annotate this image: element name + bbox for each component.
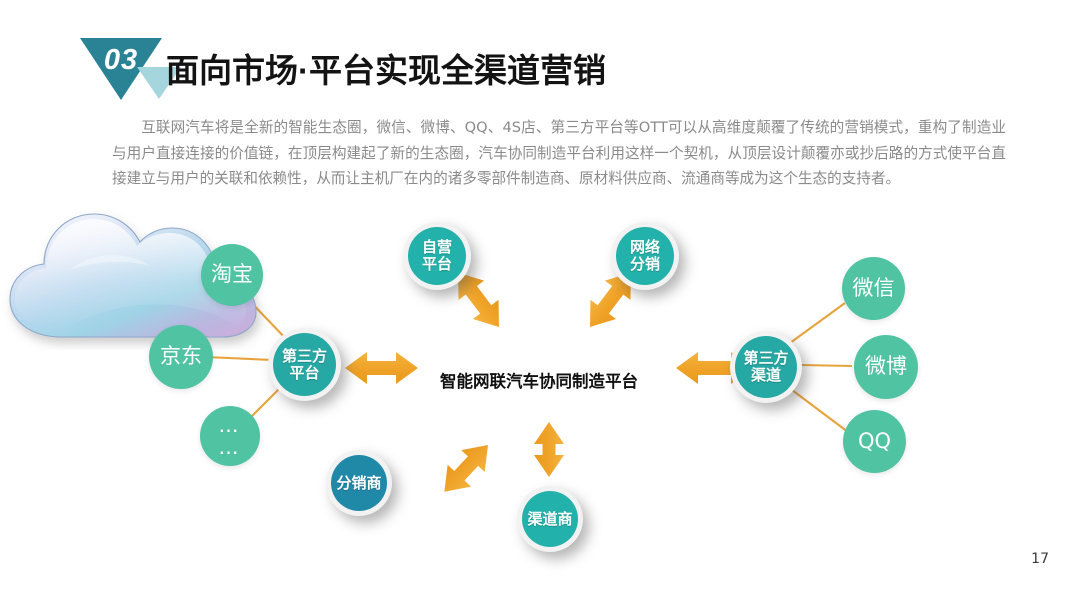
node-self-operated-platform[interactable]: 自营 平台 (403, 222, 471, 290)
node-third-party-platform[interactable]: 第三方 平台 (268, 328, 341, 401)
node-taobao[interactable]: 淘宝 (201, 244, 263, 306)
node-taobao-label: 淘宝 (211, 262, 253, 287)
section-triangle-light-icon (137, 67, 181, 99)
body-paragraph: 互联网汽车将是全新的智能生态圈，微信、微博、QQ、4S店、第三方平台等OTT可以… (112, 119, 1006, 187)
node-wechat-label: 微信 (852, 275, 895, 300)
page-number: 17 (1031, 551, 1049, 567)
node-jingdong-label: 京东 (160, 344, 202, 369)
central-cloud-icon (9, 213, 257, 338)
node-third-party-platform-label: 第三方 平台 (273, 333, 336, 396)
node-self-operated-platform-label: 自营 平台 (408, 227, 466, 285)
arrow-cloud-to-channel-dealer (534, 422, 564, 477)
arrow-cloud-to-self-platform (458, 272, 499, 327)
node-channel-dealer[interactable]: 渠道商 (517, 486, 583, 552)
arrow-platform-to-cloud (345, 352, 418, 384)
cloud-label: 智能网联汽车协同制造平台 (404, 368, 674, 393)
cloud-label-text: 智能网联汽车协同制造平台 (439, 371, 640, 393)
slide-header: 03 面向市场·平台实现全渠道营销 (0, 0, 1080, 110)
node-network-distribution-label: 网络 分销 (616, 227, 674, 285)
node-weibo[interactable]: 微博 (854, 335, 918, 399)
node-distributor-label: 分销商 (331, 455, 387, 511)
node-wechat[interactable]: 微信 (842, 257, 905, 320)
node-third-party-channel-label: 第三方 渠道 (735, 336, 797, 398)
node-channel-dealer-label: 渠道商 (522, 491, 578, 547)
node-third-party-channel[interactable]: 第三方 渠道 (730, 331, 802, 403)
node-more-ellipsis-label: … … (218, 412, 242, 459)
node-qq-label: QQ (857, 428, 892, 453)
node-distributor[interactable]: 分销商 (326, 450, 392, 516)
node-qq[interactable]: QQ (843, 410, 906, 473)
node-jingdong[interactable]: 京东 (149, 325, 213, 389)
section-number: 03 (103, 44, 139, 76)
flow-arrows (345, 272, 753, 492)
arrow-cloud-to-distributor (444, 445, 488, 492)
arrow-cloud-to-network-dist (590, 272, 631, 327)
page-title: 面向市场·平台实现全渠道营销 (166, 52, 606, 89)
ecosystem-diagram: 智能网联汽车协同制造平台 淘宝 京东 … … 第三方 平台 自营 平台 网络 分… (0, 200, 1080, 580)
node-network-distribution[interactable]: 网络 分销 (611, 222, 679, 290)
node-more-ellipsis[interactable]: … … (200, 406, 260, 466)
node-weibo-label: 微博 (865, 354, 907, 379)
